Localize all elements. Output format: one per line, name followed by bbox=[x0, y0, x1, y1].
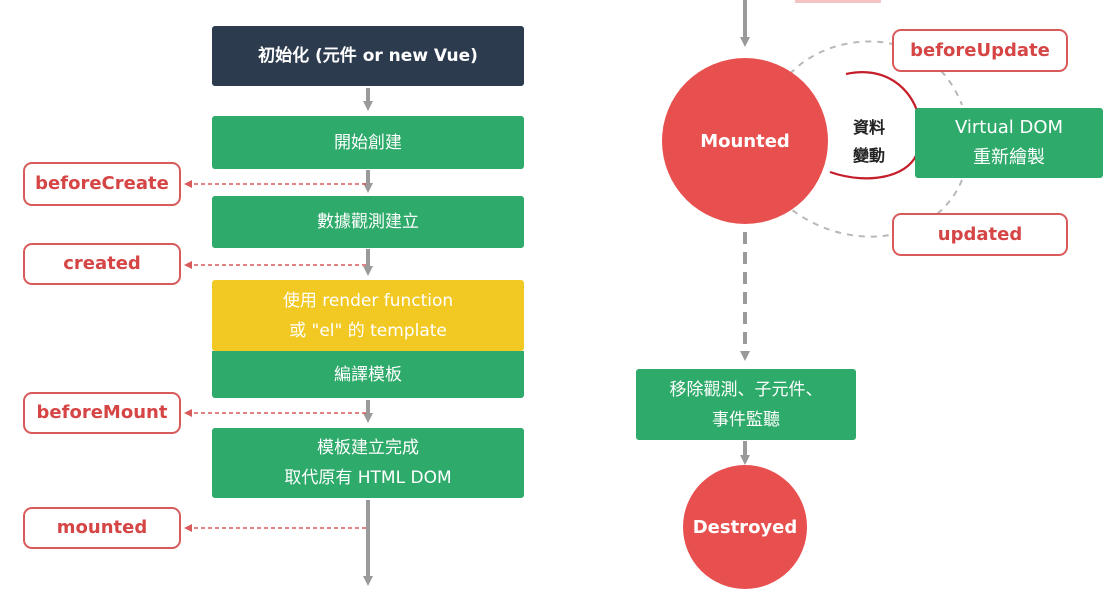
hook-created-label: created bbox=[63, 253, 141, 274]
hook-beforecreate: beforeCreate bbox=[23, 162, 181, 206]
data-change-line2: 變動 bbox=[852, 146, 885, 165]
compile-label: 編譯模板 bbox=[334, 364, 402, 385]
render-label-line1: 使用 render function bbox=[282, 290, 454, 311]
hook-updated-label: updated bbox=[937, 223, 1023, 245]
hook-beforemount: beforeMount bbox=[23, 392, 181, 434]
start-create-label: 開始創建 bbox=[334, 132, 402, 153]
init-box: 初始化 (元件 or new Vue) bbox=[212, 26, 524, 86]
teardown-line1: 移除觀測、子元件、 bbox=[669, 379, 823, 400]
hook-beforecreate-label: beforeCreate bbox=[35, 173, 169, 194]
hook-beforeupdate-label: beforeUpdate bbox=[910, 39, 1050, 61]
observe-label: 數據觀測建立 bbox=[317, 212, 419, 232]
destroyed-circle: Destroyed bbox=[683, 465, 807, 589]
vdom-line1: Virtual DOM bbox=[954, 117, 1064, 138]
update-cycle-arc bbox=[785, 40, 963, 238]
data-change-line1: 資料 bbox=[852, 118, 885, 137]
compile-box: 編譯模板 bbox=[212, 351, 524, 398]
data-change-label: 資料 變動 bbox=[840, 114, 898, 170]
teardown-box: 移除觀測、子元件、 事件監聽 bbox=[636, 369, 856, 440]
hook-beforeupdate: beforeUpdate bbox=[892, 29, 1068, 72]
init-label: 初始化 (元件 or new Vue) bbox=[258, 46, 478, 66]
mounted-circle: Mounted bbox=[662, 58, 828, 224]
hook-mounted-label: mounted bbox=[56, 517, 148, 538]
vdom-line2: 重新繪製 bbox=[973, 147, 1045, 168]
render-box: 使用 render function 或 "el" 的 template bbox=[212, 280, 524, 351]
observe-box: 數據觀測建立 bbox=[212, 196, 524, 248]
template-done-box: 模板建立完成 取代原有 HTML DOM bbox=[212, 428, 524, 498]
hook-updated: updated bbox=[892, 213, 1068, 256]
teardown-line2: 事件監聽 bbox=[712, 409, 780, 430]
mounted-circle-label: Mounted bbox=[700, 130, 790, 152]
vdom-box: Virtual DOM 重新繪製 bbox=[915, 108, 1103, 178]
template-done-line1: 模板建立完成 bbox=[317, 438, 419, 458]
destroyed-circle-label: Destroyed bbox=[692, 516, 798, 538]
hook-mounted: mounted bbox=[23, 507, 181, 549]
start-create-box: 開始創建 bbox=[212, 116, 524, 169]
top-cropped-box bbox=[795, 0, 881, 3]
hook-created: created bbox=[23, 243, 181, 285]
render-label-line2: 或 "el" 的 template bbox=[289, 320, 447, 341]
hook-beforemount-label: beforeMount bbox=[36, 402, 168, 423]
template-done-line2: 取代原有 HTML DOM bbox=[284, 468, 452, 488]
